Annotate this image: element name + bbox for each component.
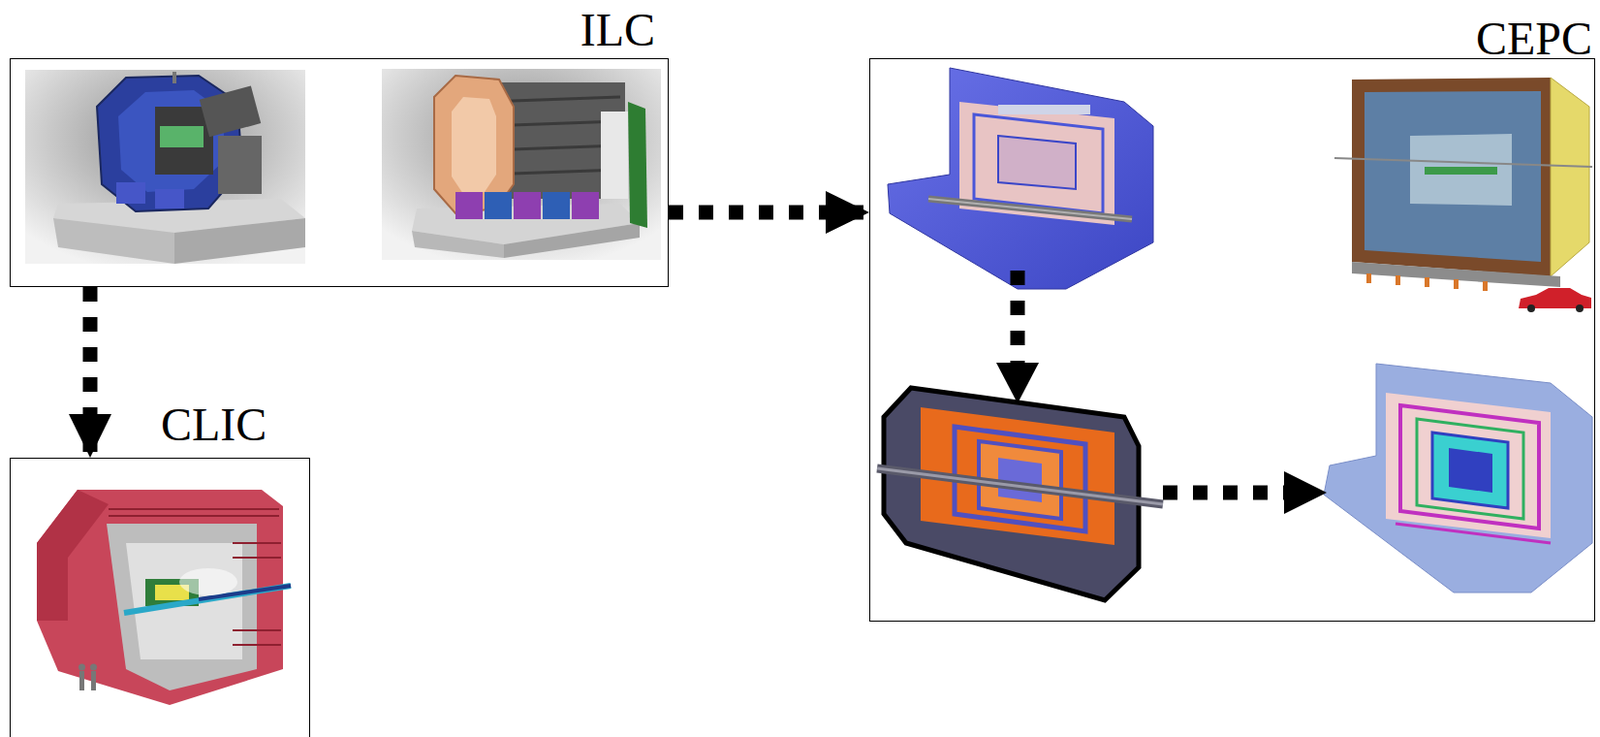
region-box: ILC	[9, 58, 669, 287]
region-heading: CEPC	[870, 15, 1595, 63]
cepc-detector-one	[887, 67, 1154, 289]
dotted-arrow	[668, 205, 870, 220]
cepc-detector-four	[1323, 363, 1593, 593]
cepc-evolution-arrows	[996, 270, 1327, 514]
ilc-detector-two	[381, 68, 661, 260]
cepc-detector-two	[1334, 77, 1593, 313]
ilc-detector-one	[25, 69, 306, 264]
region-box: CLIC	[9, 457, 311, 737]
clic-detector	[36, 489, 291, 705]
region-heading: CLIC	[10, 401, 310, 448]
dotted-arrow	[83, 286, 98, 458]
region-box: CEPC	[869, 58, 1596, 622]
region-heading: ILC	[10, 6, 668, 54]
cepc-detector-three	[877, 387, 1163, 600]
